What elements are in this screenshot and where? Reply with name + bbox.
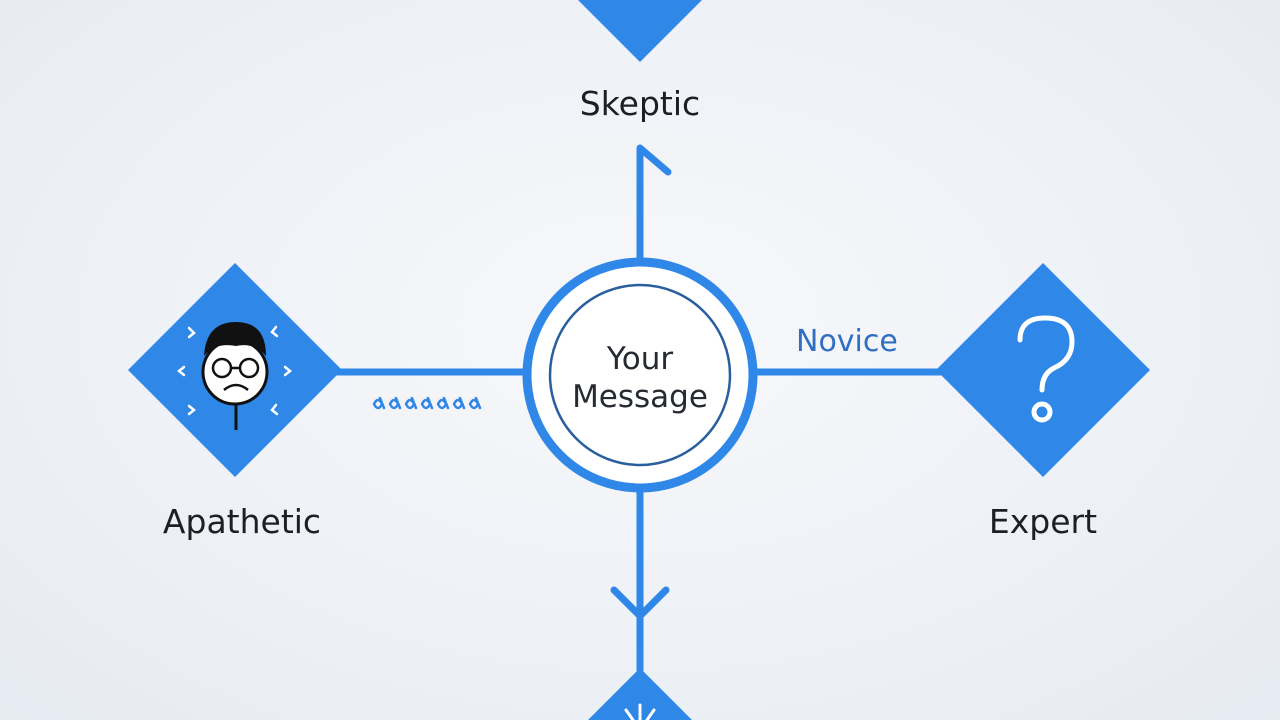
expert-node: [936, 263, 1150, 477]
center-label: Your Message: [540, 340, 740, 416]
center-inner-ring: [548, 283, 732, 467]
bottom-node: [588, 668, 692, 720]
connector-to-skeptic: [636, 144, 672, 266]
connectors: [326, 144, 949, 674]
center-node: [522, 257, 758, 493]
bored-face-icon: [176, 322, 293, 430]
squiggle-marks-icon: [372, 396, 482, 410]
question-mark-icon: [1017, 315, 1075, 423]
apathetic-node: [128, 263, 342, 477]
center-label-line2: Message: [572, 379, 708, 415]
arrow-down-head: [610, 586, 670, 620]
novice-label: Novice: [796, 324, 898, 359]
apathetic-label: Apathetic: [162, 502, 322, 541]
expert-diamond: [936, 263, 1150, 477]
bottom-diamond: [588, 668, 692, 720]
skeptic-diamond: [578, 0, 702, 62]
center-label-line1: Your: [606, 341, 674, 377]
skeptic-label: Skeptic: [579, 84, 701, 123]
expert-label: Expert: [988, 502, 1098, 541]
burst-icon: [624, 703, 656, 720]
